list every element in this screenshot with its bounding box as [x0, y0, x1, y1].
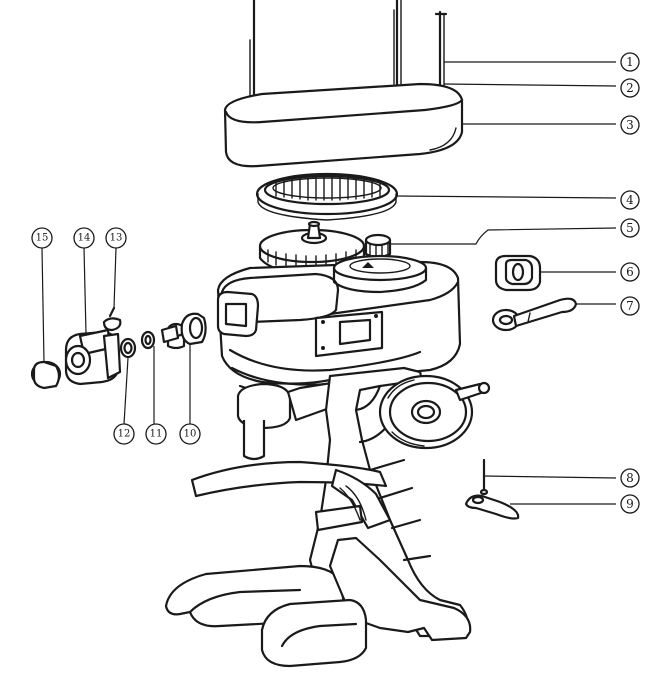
knob-15: [30, 360, 62, 390]
callout-4: 4: [620, 190, 640, 210]
callout-3: 3: [620, 115, 640, 135]
washer-11: [140, 330, 156, 350]
callout-1: 1: [620, 52, 640, 72]
callout-14-label: 14: [78, 233, 91, 244]
callout-7-label: 7: [626, 299, 634, 313]
clamp-pin: [479, 458, 489, 496]
hub-body-14: [64, 328, 122, 386]
callout-11-label: 11: [150, 429, 163, 440]
callout-13-label: 13: [110, 233, 123, 244]
callout-2-label: 2: [626, 81, 634, 95]
ring-gear: [255, 172, 399, 221]
callout-8-label: 8: [626, 471, 634, 485]
callout-1-label: 1: [626, 55, 634, 69]
handwheel: [378, 374, 491, 450]
callout-8: 8: [620, 468, 640, 488]
callout-13: 13: [105, 227, 127, 249]
leader-lines: [41, 61, 617, 505]
hub-shaft: [160, 312, 207, 350]
callout-10-label: 10: [184, 429, 197, 440]
callout-5: 5: [620, 218, 640, 238]
knob-cap: [494, 254, 542, 292]
callout-4-label: 4: [626, 193, 634, 207]
callout-10: 10: [179, 423, 201, 445]
callout-15-label: 15: [36, 233, 49, 244]
callout-3-label: 3: [626, 118, 634, 132]
bowl-arm: [190, 460, 392, 532]
callout-12-label: 12: [118, 429, 131, 440]
mixer-head: [216, 254, 462, 400]
callout-5-label: 5: [626, 221, 634, 235]
washer-12: [119, 337, 137, 359]
callout-7: 7: [620, 296, 640, 316]
callout-15: 15: [31, 227, 53, 249]
callout-6: 6: [620, 262, 640, 282]
callout-11: 11: [145, 423, 167, 445]
callout-2: 2: [620, 78, 640, 98]
callout-9-label: 9: [626, 497, 634, 511]
screw-middle: [391, 0, 403, 94]
top-cover: [223, 82, 464, 168]
gear-train: [258, 220, 392, 276]
callout-9: 9: [620, 494, 640, 514]
clamp-lever: [464, 494, 520, 520]
callout-6-label: 6: [626, 265, 634, 279]
mixer-base: [164, 536, 472, 668]
callout-14: 14: [73, 227, 95, 249]
screw-13: [102, 306, 122, 332]
callout-12: 12: [113, 423, 135, 445]
lever-handle: [491, 297, 578, 332]
